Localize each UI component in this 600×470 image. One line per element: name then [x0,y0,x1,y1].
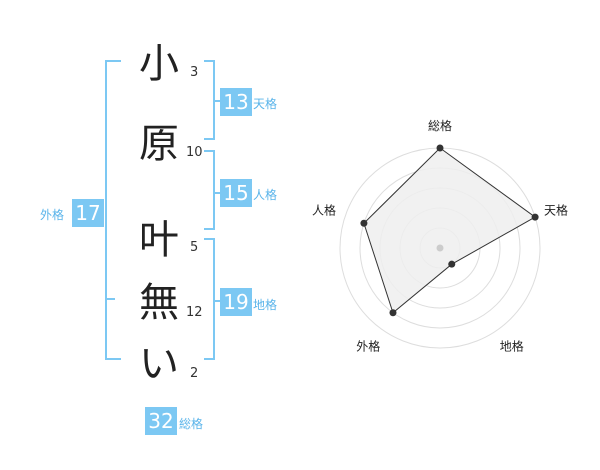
radar-axis-label: 地格 [500,339,524,354]
chikaku-label: 地格 [253,298,278,312]
stroke-count-5: 2 [190,366,199,381]
name-char-3: 叶 [139,217,179,263]
name-char-5: い [139,341,179,387]
jinkaku-value: 15 [220,179,252,207]
tenkaku-label: 天格 [253,97,278,111]
radar-area [363,147,537,314]
name-char-1: 小 [139,41,179,87]
radar-center-dot [436,244,444,252]
stroke-count-3: 5 [190,240,199,255]
tenkaku-value: 13 [220,88,252,116]
soukaku-value: 32 [145,407,177,435]
stroke-count-4: 12 [186,305,203,320]
radar-axis-label: 天格 [544,202,568,217]
gaikaku-value: 17 [72,199,104,227]
soukaku-label: 総格 [179,417,204,431]
radar-axis-label: 総格 [428,118,452,133]
name-char-4: 無 [139,280,179,326]
radar-point-総格 [436,144,444,152]
chikaku-value: 19 [220,288,252,316]
radar-point-地格 [448,260,456,268]
gaikaku-label: 外格 [40,208,65,222]
radar-point-外格 [389,309,397,317]
name-char-2: 原 [139,121,179,167]
radar-axis-label: 人格 [312,202,336,217]
jinkaku-label: 人格 [253,188,278,202]
stroke-count-1: 3 [190,65,199,80]
radar-axis-label: 外格 [356,339,380,354]
radar-point-天格 [531,213,539,221]
stroke-count-2: 10 [186,145,203,160]
radar-point-人格 [360,219,368,227]
